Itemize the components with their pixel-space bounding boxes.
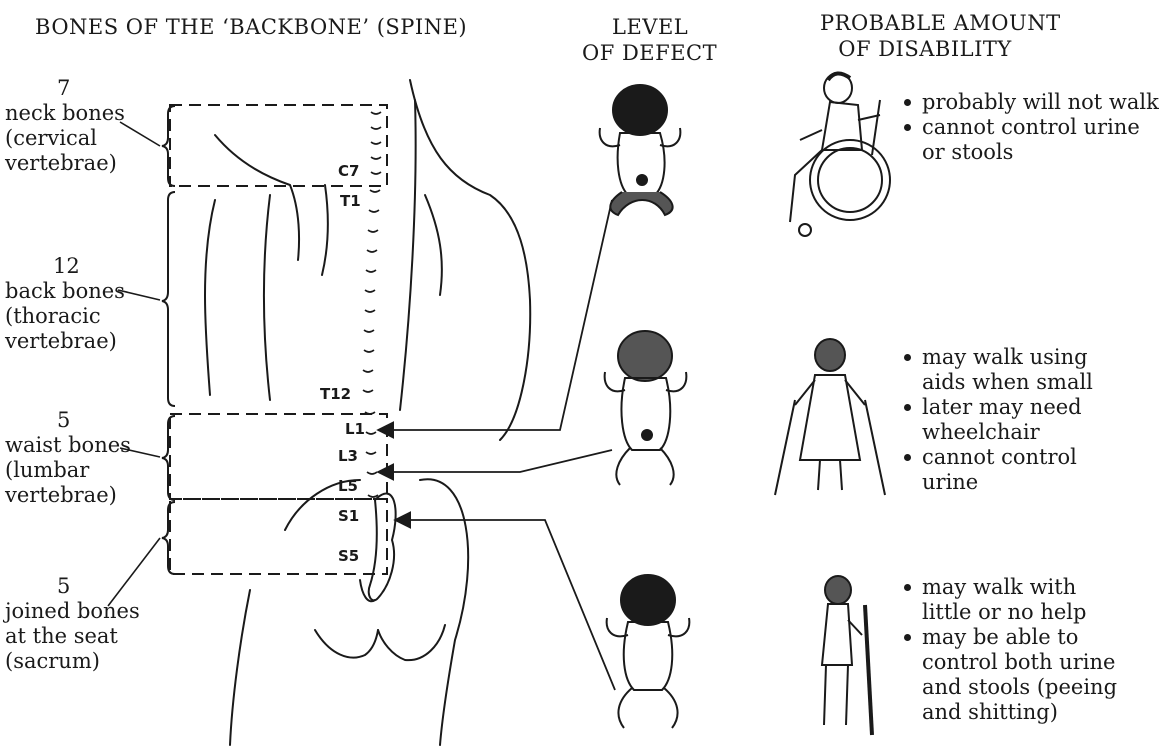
- disability-item-cont: urine: [902, 470, 1093, 495]
- bone-group-brackets: [162, 106, 175, 574]
- bone-group-count: 7: [5, 76, 125, 101]
- back-outline: [205, 80, 530, 745]
- disability-item-cont: and shitting): [902, 700, 1117, 725]
- disability-list-low: may walk with little or no help may be a…: [902, 575, 1117, 725]
- level-header-line-1: LEVEL: [612, 14, 674, 40]
- bone-group-line: (sacrum): [5, 649, 140, 674]
- disability-header: PROBABLE AMOUNT OF DISABILITY: [820, 10, 1030, 62]
- vertebra-label-s1: S1: [338, 507, 359, 525]
- bone-group-sacrum: 5 joined bones at the seat (sacrum): [5, 574, 140, 674]
- disability-item-cont: and stools (peeing: [902, 675, 1117, 700]
- label-leader-lines: [108, 122, 160, 606]
- vertebra-label-t1: T1: [340, 192, 361, 210]
- disability-item: may walk with: [902, 575, 1117, 600]
- disability-header-line-2: OF DISABILITY: [820, 36, 1030, 62]
- level-header: LEVEL: [612, 14, 674, 40]
- bones-header: BONES OF THE ‘BACKBONE’ (SPINE): [35, 14, 467, 40]
- bone-group-lumbar: 5 waist bones (lumbar vertebrae): [5, 408, 131, 508]
- disability-item-cont: aids when small: [902, 370, 1093, 395]
- disability-item: may be able to: [902, 625, 1117, 650]
- bone-group-line: (thoracic: [5, 304, 125, 329]
- disability-item: cannot control urine: [902, 115, 1159, 140]
- bone-group-count: 5: [5, 408, 131, 433]
- disability-item: later may need: [902, 395, 1093, 420]
- level-arrows: [378, 200, 615, 690]
- stick-figure: [822, 576, 872, 735]
- bone-group-line: vertebrae): [5, 151, 125, 176]
- disability-header-line-1: PROBABLE AMOUNT: [820, 10, 1030, 36]
- bone-group-count: 12: [5, 254, 125, 279]
- vertebra-label-l5: L5: [338, 477, 358, 495]
- disability-item-cont: or stools: [902, 140, 1159, 165]
- bone-group-line: vertebrae): [5, 483, 131, 508]
- bone-group-thoracic: 12 back bones (thoracic vertebrae): [5, 254, 125, 354]
- vertebra-label-t12: T12: [320, 385, 351, 403]
- disability-item-cont: wheelchair: [902, 420, 1093, 445]
- vertebra-label-l3: L3: [338, 447, 358, 465]
- crutches-figure: [775, 339, 885, 495]
- disability-list-middle: may walk using aids when small later may…: [902, 345, 1093, 495]
- disability-list-high: probably will not walk cannot control ur…: [902, 90, 1159, 165]
- vertebra-marks: [363, 112, 381, 497]
- vertebra-label-s5: S5: [338, 547, 359, 565]
- bone-group-cervical: 7 neck bones (cervical vertebrae): [5, 76, 125, 176]
- bone-group-line: waist bones: [5, 433, 131, 458]
- level-header-2: OF DEFECT: [582, 40, 712, 66]
- disability-item-cont: control both urine: [902, 650, 1117, 675]
- baby-figure-high: [600, 85, 681, 215]
- baby-figure-low: [607, 575, 690, 728]
- level-header-line-2: OF DEFECT: [582, 40, 712, 66]
- bone-group-line: (lumbar: [5, 458, 131, 483]
- disability-item: cannot control: [902, 445, 1093, 470]
- baby-figure-middle: [605, 331, 687, 485]
- disability-item: may walk using: [902, 345, 1093, 370]
- wheelchair-figure: [790, 73, 890, 236]
- bone-group-count: 5: [5, 574, 140, 599]
- bone-group-line: joined bones: [5, 599, 140, 624]
- vertebra-label-l1: L1: [345, 420, 365, 438]
- vertebra-label-c7: C7: [338, 162, 359, 180]
- bone-group-line: vertebrae): [5, 329, 125, 354]
- disability-item: probably will not walk: [902, 90, 1159, 115]
- disability-item-cont: little or no help: [902, 600, 1117, 625]
- bone-group-line: (cervical: [5, 126, 125, 151]
- bone-group-line: neck bones: [5, 101, 125, 126]
- bone-group-line: at the seat: [5, 624, 140, 649]
- sacrum-shape: [369, 494, 396, 601]
- bone-group-line: back bones: [5, 279, 125, 304]
